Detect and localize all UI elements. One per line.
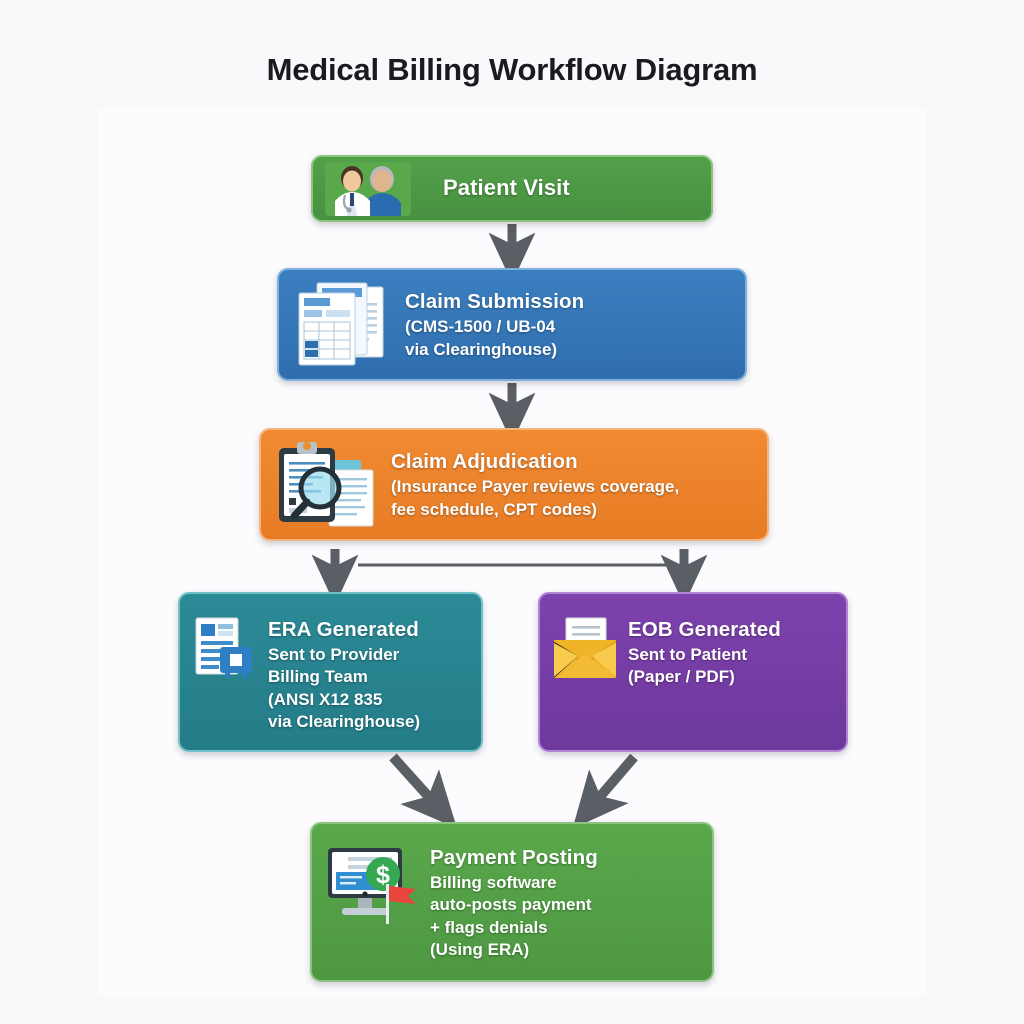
node-era-generated-line-3: (ANSI X12 835 <box>268 689 383 709</box>
svg-text:$: $ <box>376 861 390 889</box>
envelope-letter-icon <box>552 616 618 680</box>
page-title: Medical Billing Workflow Diagram <box>266 52 758 87</box>
node-claim-submission-title: Claim Submission <box>405 290 585 314</box>
node-patient-visit[interactable]: Patient Visit <box>311 155 713 222</box>
node-eob-generated-line-2: (Paper / PDF) <box>628 667 735 687</box>
node-patient-visit-title: Patient Visit <box>443 175 570 201</box>
node-claim-adjudication-line-2: fee schedule, CPT codes) <box>391 499 597 519</box>
node-eob-generated-text: EOB Generated Sent to Patient (Paper / P… <box>628 616 836 689</box>
node-claim-adjudication[interactable]: Claim Adjudication (Insurance Payer revi… <box>259 428 769 541</box>
node-claim-adjudication-title: Claim Adjudication <box>391 450 578 474</box>
node-patient-visit-text: Patient Visit <box>421 173 701 203</box>
node-payment-posting-text: Payment Posting Billing software auto-po… <box>430 844 702 962</box>
node-era-generated[interactable]: ERA Generated Sent to Provider Billing T… <box>178 592 483 752</box>
node-claim-submission-line-1: (CMS-1500 / UB-04 <box>405 317 556 337</box>
node-era-generated-text: ERA Generated Sent to Provider Billing T… <box>268 616 471 734</box>
node-payment-posting-title: Payment Posting <box>430 846 598 869</box>
node-payment-posting[interactable]: $ Payment Posting Billing software auto-… <box>310 822 714 982</box>
monitor-dollar-flag-icon: $ <box>324 844 420 930</box>
node-era-generated-line-4: via Clearinghouse) <box>268 712 421 732</box>
node-eob-generated-title: EOB Generated <box>628 618 781 641</box>
node-era-generated-line-2: Billing Team <box>268 667 368 687</box>
node-era-generated-title: ERA Generated <box>268 618 419 641</box>
claim-forms-icon <box>291 279 395 371</box>
node-claim-adjudication-line-1: (Insurance Payer reviews coverage, <box>391 477 680 497</box>
clipboard-magnifier-icon <box>273 438 381 532</box>
node-claim-submission[interactable]: Claim Submission (CMS-1500 / UB-04 via C… <box>277 268 747 381</box>
node-eob-generated[interactable]: EOB Generated Sent to Patient (Paper / P… <box>538 592 848 752</box>
node-payment-posting-line-4: (Using ERA) <box>430 940 530 960</box>
node-eob-generated-line-1: Sent to Patient <box>628 645 748 665</box>
node-claim-submission-line-2: via Clearinghouse) <box>405 339 558 359</box>
node-payment-posting-line-3: + flags denials <box>430 917 548 937</box>
node-claim-adjudication-text: Claim Adjudication (Insurance Payer revi… <box>391 448 757 521</box>
node-payment-posting-line-1: Billing software <box>430 873 557 893</box>
node-era-generated-line-1: Sent to Provider <box>268 645 400 665</box>
node-claim-submission-text: Claim Submission (CMS-1500 / UB-04 via C… <box>405 288 735 361</box>
doctor-patient-icon <box>325 161 411 216</box>
node-payment-posting-line-2: auto-posts payment <box>430 895 592 915</box>
electronic-remittance-icon <box>192 616 258 682</box>
